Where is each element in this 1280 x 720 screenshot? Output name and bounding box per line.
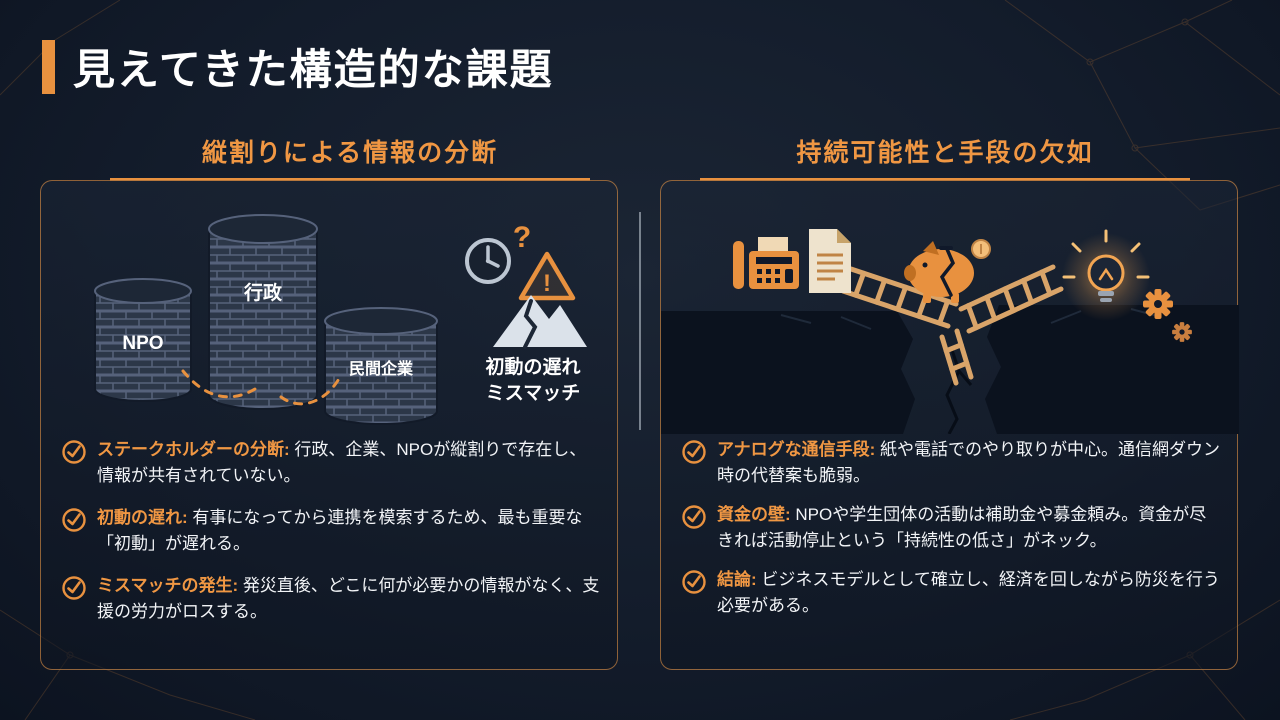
cracked-mountain-icon [493, 295, 587, 349]
right-column-header: 持続可能性と手段の欠如 [700, 133, 1190, 181]
title-accent-bar [42, 39, 55, 94]
bullet-body: 行政、企業、NPOが縦割りで存在し、情報が共有されていない。 [97, 440, 587, 485]
warning-triangle-icon: ! [518, 251, 576, 301]
silos-illustration: 行政 NPO 民間企業 [94, 214, 587, 425]
check-icon [681, 569, 707, 600]
dashed-connector-lines [181, 369, 343, 406]
page-title-row: 見えてきた構造的な課題 [42, 36, 554, 97]
question-mark: ? [513, 221, 531, 254]
bullet-lead: 資金の壁: [717, 505, 791, 524]
delay-caption-line2: ミスマッチ [486, 383, 580, 404]
silo-private-company: 民間企業 [324, 307, 438, 425]
left-column-header: 縦割りによる情報の分断 [110, 133, 590, 181]
bullet-body: 紙や電話でのやり取りが中心。通信網ダウン時の代替案も脆弱。 [717, 440, 1221, 485]
chasm-crack [945, 346, 973, 434]
left-bullet-list: ステークホルダーの分断: 行政、企業、NPOが縦割りで存在し、情報が共有されてい… [61, 437, 601, 624]
silo-label-government: 行政 [243, 281, 283, 304]
right-bullet-list: アナログな通信手段: 紙や電話でのやり取りが中心。通信網ダウン時の代替案も脆弱。… [681, 437, 1221, 618]
check-icon [681, 504, 707, 535]
broken-ladder-icon [840, 264, 1064, 386]
bullet-item: 資金の壁: NPOや学生団体の活動は補助金や募金頼み。資金が尽きれば活動停止とい… [681, 502, 1221, 553]
delay-caption-line1: 初動の遅れ [485, 355, 580, 378]
bullet-item: アナログな通信手段: 紙や電話でのやり取りが中心。通信網ダウン時の代替案も脆弱。 [681, 437, 1221, 488]
left-panel: 行政 NPO 民間企業 [40, 180, 618, 670]
fax-phone-icon [733, 237, 799, 289]
bullet-lead: アナログな通信手段: [717, 440, 876, 459]
gear-icon [1143, 289, 1192, 342]
lightbulb-icon [1062, 229, 1150, 321]
silo-government: 行政 [208, 214, 318, 410]
bullet-lead: ステークホルダーの分断: [97, 440, 290, 459]
bullet-body: ビジネスモデルとして確立し、経済を回しながら防災を行う必要がある。 [717, 570, 1220, 615]
check-icon [61, 439, 87, 470]
bullet-lead: ミスマッチの発生: [97, 576, 239, 595]
bullet-item: 初動の遅れ: 有事になってから連携を模索するため、最も重要な「初動」が遅れる。 [61, 505, 601, 556]
broken-bridge-illustration [661, 229, 1239, 434]
warning-mark: ! [543, 270, 551, 297]
document-icon [809, 229, 851, 293]
bullet-item: ステークホルダーの分断: 行政、企業、NPOが縦割りで存在し、情報が共有されてい… [61, 437, 601, 488]
bullet-body: 発災直後、どこに何が必要かの情報がなく、支援の労力がロスする。 [97, 576, 600, 621]
right-panel: アナログな通信手段: 紙や電話でのやり取りが中心。通信網ダウン時の代替案も脆弱。… [660, 180, 1239, 670]
check-icon [61, 575, 87, 606]
silo-label-private: 民間企業 [349, 359, 414, 378]
silo-label-npo: NPO [122, 333, 163, 354]
clock-icon [465, 238, 511, 284]
silo-npo: NPO [94, 278, 192, 402]
bullet-item: 結論: ビジネスモデルとして確立し、経済を回しながら防災を行う必要がある。 [681, 567, 1221, 618]
piggy-bank-icon [904, 239, 991, 303]
check-icon [61, 507, 87, 538]
page-title: 見えてきた構造的な課題 [73, 46, 554, 93]
bullet-body: NPOや学生団体の活動は補助金や募金頼み。資金が尽きれば活動停止という「持続性の… [717, 505, 1207, 550]
check-icon [681, 439, 707, 470]
column-divider [639, 212, 641, 430]
bullet-body: 有事になってから連携を模索するため、最も重要な「初動」が遅れる。 [97, 508, 583, 553]
bullet-lead: 結論: [717, 570, 757, 589]
bullet-lead: 初動の遅れ: [97, 508, 188, 527]
bullet-item: ミスマッチの発生: 発災直後、どこに何が必要かの情報がなく、支援の労力がロスする… [61, 573, 601, 624]
